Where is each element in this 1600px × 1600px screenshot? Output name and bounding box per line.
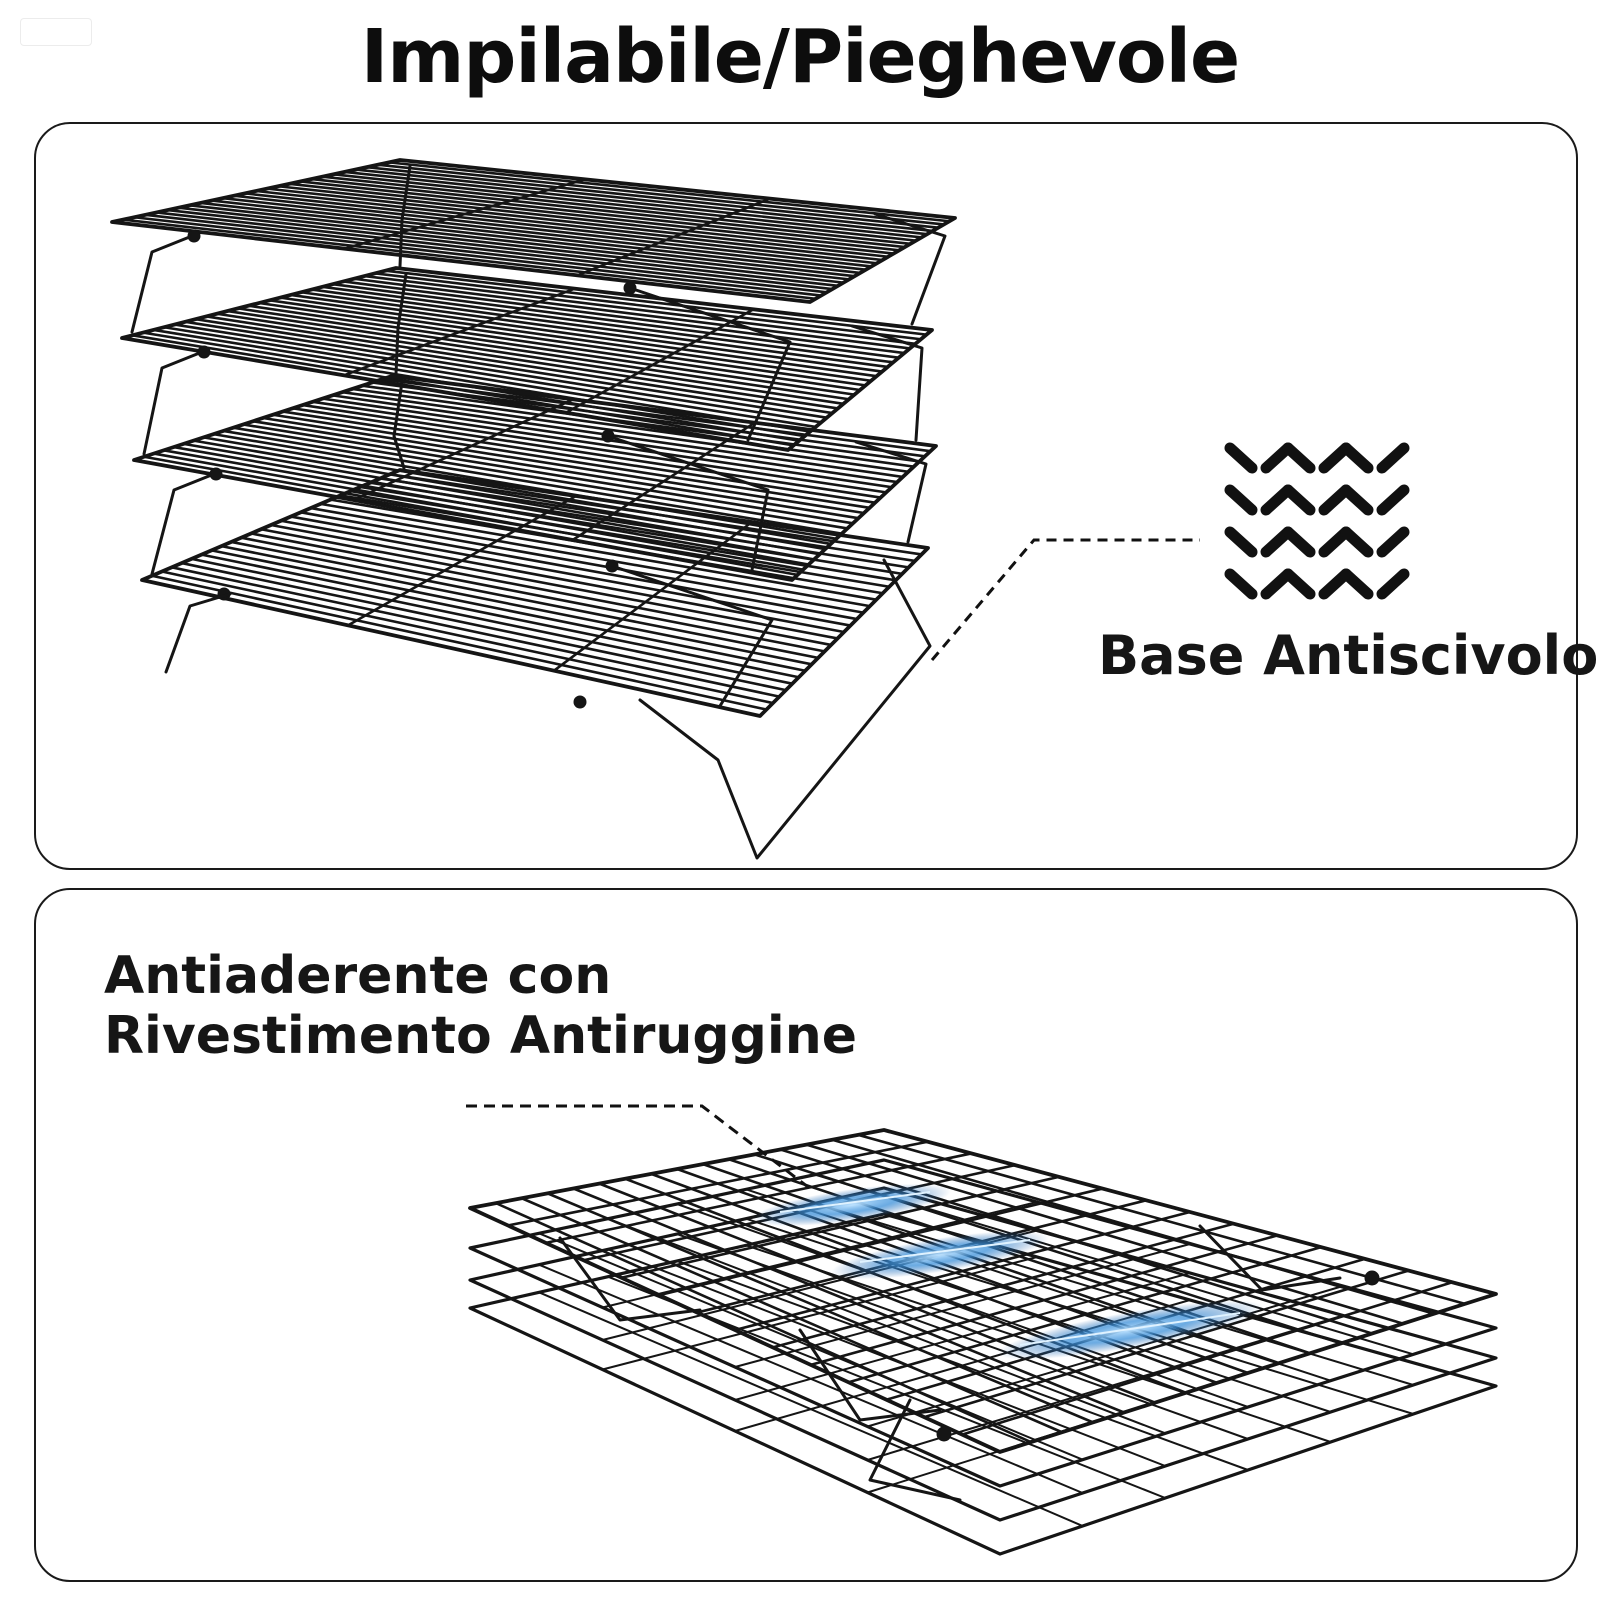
folded-racks-image (468, 1128, 1498, 1556)
stacked-racks-image (110, 158, 957, 860)
page-title: Impilabile/Pieghevole (360, 14, 1240, 100)
coating-leader-line (466, 1104, 813, 1192)
coating-highlight (752, 1183, 1263, 1360)
watermark (20, 18, 92, 46)
coating-label-line-1: Antiaderente con (104, 946, 612, 1006)
coating-label-line-2: Rivestimento Antiruggine (104, 1006, 857, 1066)
anti-slip-label: Base Antiscivolo (1098, 624, 1599, 687)
coating-label: Antiaderente con Rivestimento Antiruggin… (104, 946, 857, 1066)
anti-slip-pattern-icon (1224, 442, 1410, 600)
anti-slip-leader-line (930, 538, 1200, 661)
